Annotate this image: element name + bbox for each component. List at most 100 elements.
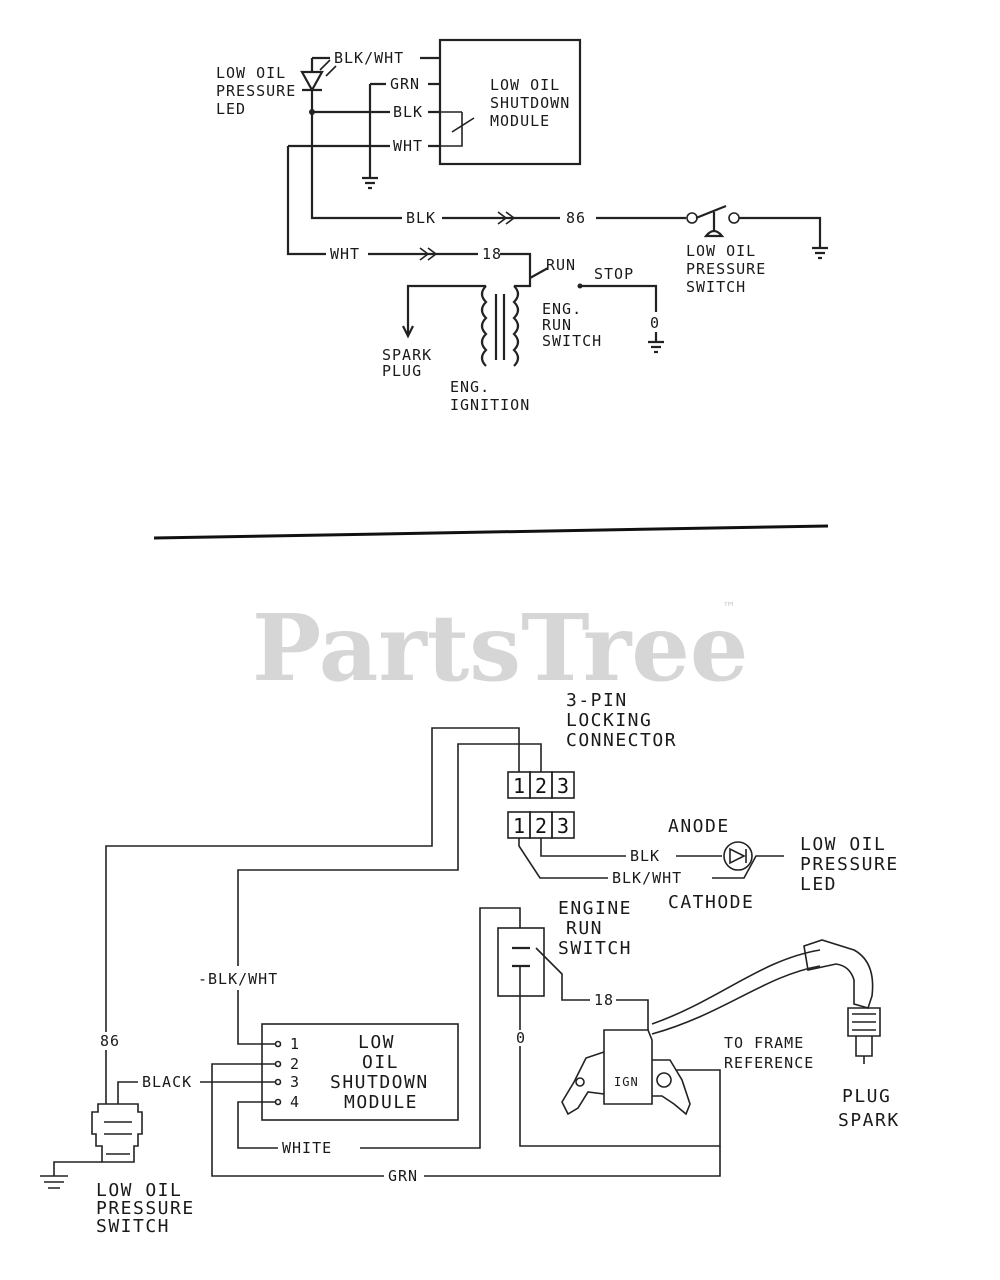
- pictorial-module-line4: MODULE: [344, 1092, 418, 1113]
- pictorial-led-line2: PRESSURE: [800, 854, 899, 875]
- engine-run-switch-contacts: [512, 946, 530, 968]
- schematic-switch-line1: LOW OIL: [686, 242, 756, 260]
- upper-pin1-label: 1: [513, 774, 525, 798]
- spark-plug-lead: [651, 949, 821, 1035]
- switch-contact-right: [728, 212, 740, 224]
- spark-plug-line2: PLUG: [382, 362, 422, 380]
- wire-grn-ground: [362, 82, 440, 190]
- switch-contact-left: [686, 212, 698, 224]
- led-diode-symbol: [729, 847, 747, 865]
- pictorial-switch-line3: SWITCH: [96, 1216, 170, 1237]
- schematic-switch-line3: SWITCH: [686, 278, 746, 296]
- module-terminal-3: [274, 1078, 282, 1086]
- pressure-switch-ground: [40, 1161, 102, 1189]
- frame-ref-line1: TO FRAME: [724, 1034, 804, 1052]
- pictorial-section: 3-PIN LOCKING CONNECTOR 1 2 3 1 2 3 86 -…: [40, 690, 899, 1237]
- label-zero: 0: [650, 314, 660, 332]
- connector-line2: LOCKING: [566, 710, 652, 731]
- schematic-module-line3: MODULE: [490, 112, 550, 130]
- label-18: 18: [482, 245, 502, 263]
- pictorial-led-line3: LED: [800, 874, 837, 895]
- schematic-module-line2: SHUTDOWN: [490, 94, 570, 112]
- led-light-arrows: [319, 59, 337, 77]
- pictorial-module-line2: OIL: [362, 1052, 399, 1073]
- eng-run-switch-symbol: [529, 267, 664, 354]
- watermark-trademark: ™: [722, 600, 736, 616]
- pressure-switch-ground: [695, 204, 828, 260]
- label-18-pictorial: 18: [594, 991, 614, 1009]
- label-blk-wht-left: -BLK/WHT: [198, 970, 278, 988]
- label-blk-wht-top: BLK/WHT: [334, 49, 404, 67]
- connector-line1: 3-PIN: [566, 690, 628, 711]
- module-contact-symbol: [440, 111, 475, 147]
- pictorial-led-line1: LOW OIL: [800, 834, 886, 855]
- spark-plug-boot: [803, 939, 874, 1009]
- connector-upper-pin3: [551, 771, 575, 799]
- plug-line1: PLUG: [842, 1086, 891, 1107]
- coil-primary: [480, 285, 488, 367]
- connector-line3: CONNECTOR: [566, 730, 677, 751]
- label-blk-wht-led: BLK/WHT: [612, 869, 682, 887]
- label-wht-run: WHT: [330, 245, 360, 263]
- module-terminal-1: [274, 1040, 282, 1048]
- pictorial-module-line1: LOW: [358, 1032, 395, 1053]
- module-pin-2: 2: [290, 1055, 300, 1073]
- upper-pin2-label: 2: [535, 774, 547, 798]
- label-anode: ANODE: [668, 816, 730, 837]
- schematic-module-line1: LOW OIL: [490, 76, 560, 94]
- ignition-mount-hole-right: [656, 1072, 672, 1088]
- connector-lower-pin3: [551, 811, 575, 839]
- ignition-mount-hole-left: [575, 1077, 585, 1087]
- run-switch-line2: RUN: [542, 316, 572, 334]
- wire-0-pictorial: [519, 966, 721, 1147]
- lower-pin1-label: 1: [513, 814, 525, 838]
- coil-core: [494, 294, 506, 360]
- pressure-switch-details: [104, 1121, 132, 1155]
- wire-grn-pictorial: [211, 1063, 721, 1177]
- wire-blk-wht-pictorial: [237, 743, 542, 1045]
- label-white: WHITE: [282, 1139, 332, 1157]
- wire-18-pictorial: [535, 947, 649, 1030]
- watermark-brand: PartsTree: [252, 594, 748, 702]
- engine-run-switch-body: [497, 927, 545, 997]
- engine-switch-line2: RUN: [566, 918, 603, 939]
- schematic-section: LOW OIL SHUTDOWN MODULE BLK/WHT LOW OIL …: [216, 38, 828, 414]
- module-terminal-2: [274, 1060, 282, 1068]
- schematic-module-box: [438, 38, 582, 166]
- pictorial-module-box: [261, 1023, 459, 1121]
- connector-chevron-run: [419, 247, 438, 261]
- label-wht: WHT: [393, 137, 423, 155]
- wire-to-spark-plug: [402, 284, 486, 339]
- engine-switch-line3: SWITCH: [558, 938, 632, 959]
- label-86-pictorial: 86: [100, 1032, 120, 1050]
- wire-blk-led: [540, 838, 722, 857]
- label-ign: IGN: [614, 1075, 639, 1089]
- upper-pin3-label: 3: [557, 774, 569, 798]
- section-divider: [153, 524, 829, 540]
- module-pin-4: 4: [290, 1093, 300, 1111]
- label-blk-led: BLK: [630, 847, 660, 865]
- schematic-led-line1: LOW OIL: [216, 64, 286, 82]
- ignition-line1: ENG.: [450, 378, 490, 396]
- lower-pin2-label: 2: [535, 814, 547, 838]
- lower-pin3-label: 3: [557, 814, 569, 838]
- spark-plug-body: [847, 1007, 881, 1064]
- pressure-switch-body: [91, 1103, 143, 1163]
- engine-switch-line1: ENGINE: [558, 898, 632, 919]
- label-run: RUN: [546, 256, 576, 274]
- run-switch-line1: ENG.: [542, 300, 582, 318]
- frame-ref-line2: REFERENCE: [724, 1054, 814, 1072]
- pictorial-module-line3: SHUTDOWN: [330, 1072, 429, 1093]
- wire-black-pictorial: [117, 1081, 276, 1104]
- connector-chevron-top: [497, 211, 516, 225]
- wire-blk-wht-led: [518, 838, 784, 879]
- module-pin-1: 1: [290, 1035, 300, 1053]
- ignition-module-body: [603, 1029, 653, 1105]
- schematic-led-line3: LED: [216, 100, 246, 118]
- label-grn: GRN: [390, 75, 420, 93]
- schematic-led-line2: PRESSURE: [216, 82, 296, 100]
- schematic-switch-line2: PRESSURE: [686, 260, 766, 278]
- label-0-pictorial: 0: [516, 1029, 526, 1047]
- ignition-line2: IGNITION: [450, 396, 530, 414]
